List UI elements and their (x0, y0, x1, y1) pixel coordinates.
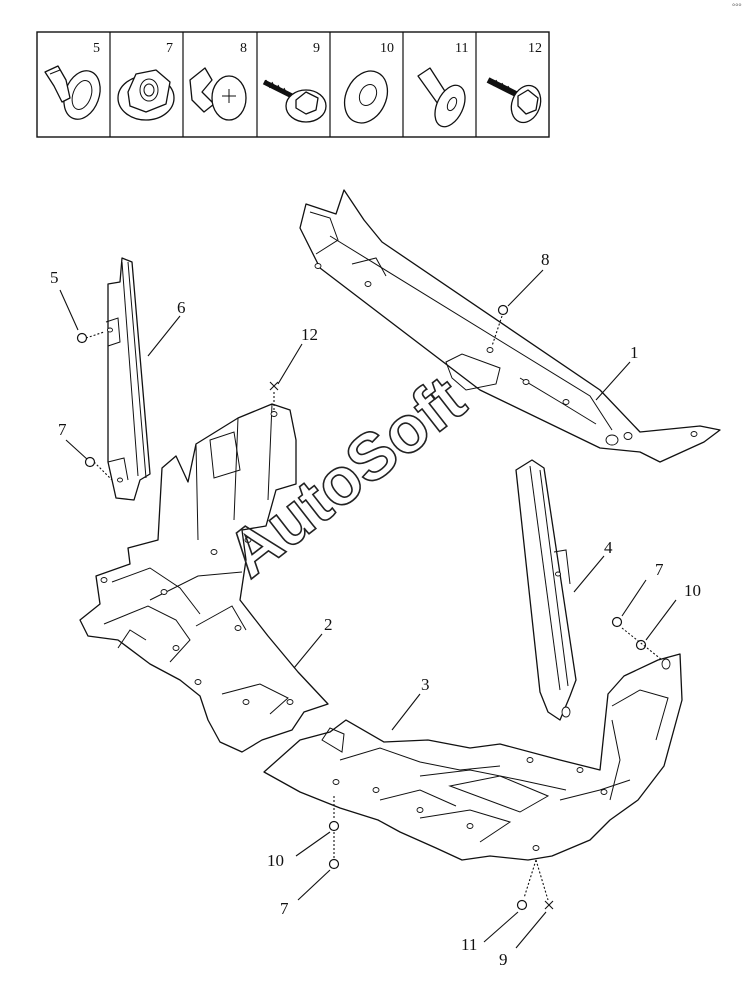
legend-cell-9: 9 (262, 41, 327, 123)
legend-cell-10: 10 (343, 41, 394, 124)
legend-cell-11: 11 (417, 41, 468, 128)
callout-10-right: 10 (684, 581, 701, 600)
callout-3: 3 (421, 675, 430, 694)
legend-number: 12 (528, 41, 542, 56)
legend-number: 8 (240, 41, 247, 56)
leader-lines (59, 269, 677, 949)
legend-number: 5 (93, 41, 100, 56)
part-4-right-bracket (515, 459, 577, 721)
part-6-left-bracket (105, 257, 151, 501)
callout-12: 12 (301, 325, 318, 344)
legend-cell-8: 8 (189, 41, 247, 121)
fastener-legend: 5 7 8 (36, 31, 550, 138)
callout-5: 5 (50, 268, 59, 287)
legend-number: 11 (455, 41, 468, 56)
callout-10-bottom: 10 (267, 851, 284, 870)
callout-7-right: 7 (655, 560, 664, 579)
legend-cell-7: 7 (117, 41, 175, 121)
flange-nut-icon (117, 69, 175, 121)
callout-labels: 1 2 3 4 5 6 7 7 7 8 9 10 10 11 12 (50, 250, 701, 969)
callout-6: 6 (177, 298, 186, 317)
callout-7-left: 7 (58, 420, 67, 439)
legend-cell-5: 5 (44, 41, 101, 120)
callout-7-bottom: 7 (280, 899, 289, 918)
callout-1: 1 (630, 343, 639, 362)
callout-11: 11 (461, 935, 477, 954)
part-3-right-undercover (263, 653, 683, 861)
legend-cell-12: 12 (486, 41, 542, 124)
part-1-upper-shield (299, 189, 721, 463)
callout-9: 9 (499, 950, 508, 969)
part-2-left-undercover (79, 403, 329, 753)
legend-number: 9 (313, 41, 320, 56)
flange-bolt-icon (486, 77, 542, 124)
legend-number: 10 (380, 41, 394, 56)
washer-icon (343, 70, 389, 124)
callout-8: 8 (541, 250, 550, 269)
push-rivet-icon (44, 65, 101, 120)
flange-screw-icon (262, 79, 327, 123)
callout-4: 4 (604, 538, 613, 557)
legend-number: 7 (166, 41, 173, 56)
push-pin-icon (417, 67, 466, 128)
corner-mark: °°° (732, 2, 742, 11)
plastic-clip-icon (189, 67, 247, 121)
callout-2: 2 (324, 615, 333, 634)
